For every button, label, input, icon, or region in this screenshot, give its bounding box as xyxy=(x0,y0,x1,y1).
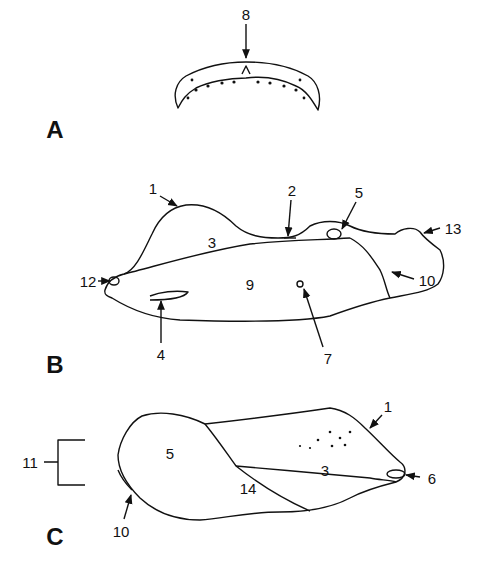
bone-suture xyxy=(236,466,396,482)
panel-letter: B xyxy=(46,353,63,377)
callout-number: 13 xyxy=(445,221,462,236)
callout-number: 8 xyxy=(242,7,250,22)
bone-suture xyxy=(118,470,132,490)
callout-number: 2 xyxy=(288,183,296,198)
bone-outline-c xyxy=(118,408,405,520)
leader-lines xyxy=(98,24,440,519)
articular-facet xyxy=(387,470,405,478)
bone-suture xyxy=(350,238,390,298)
callout-number: 14 xyxy=(240,481,257,496)
foramen xyxy=(327,229,341,239)
bone-notch xyxy=(242,66,250,74)
callout-number: 7 xyxy=(324,351,332,366)
callout-number: 3 xyxy=(321,463,329,478)
callout-number: 3 xyxy=(208,235,216,250)
condyle xyxy=(109,277,119,285)
panel-letter: A xyxy=(46,118,63,142)
bone-ridge xyxy=(150,291,188,300)
bone-outline-a xyxy=(175,62,319,110)
callout-number: 10 xyxy=(113,524,130,539)
callout-number: 1 xyxy=(384,399,392,414)
bracket xyxy=(44,440,85,485)
foramen xyxy=(297,281,303,287)
callout-number: 6 xyxy=(428,471,436,486)
bone-suture xyxy=(124,238,350,274)
callout-number: 5 xyxy=(355,185,363,200)
panel-letter: C xyxy=(46,525,63,549)
callout-number: 1 xyxy=(149,181,157,196)
callout-number: 4 xyxy=(157,347,165,362)
bone-suture xyxy=(284,237,296,238)
callout-number: 9 xyxy=(246,277,254,292)
bone-outline-b xyxy=(105,205,444,321)
callout-number: 12 xyxy=(80,274,97,289)
callout-number: 5 xyxy=(166,446,174,461)
callout-number: 11 xyxy=(22,455,38,470)
callout-number: 10 xyxy=(419,273,436,288)
foramina-dots xyxy=(187,79,352,450)
